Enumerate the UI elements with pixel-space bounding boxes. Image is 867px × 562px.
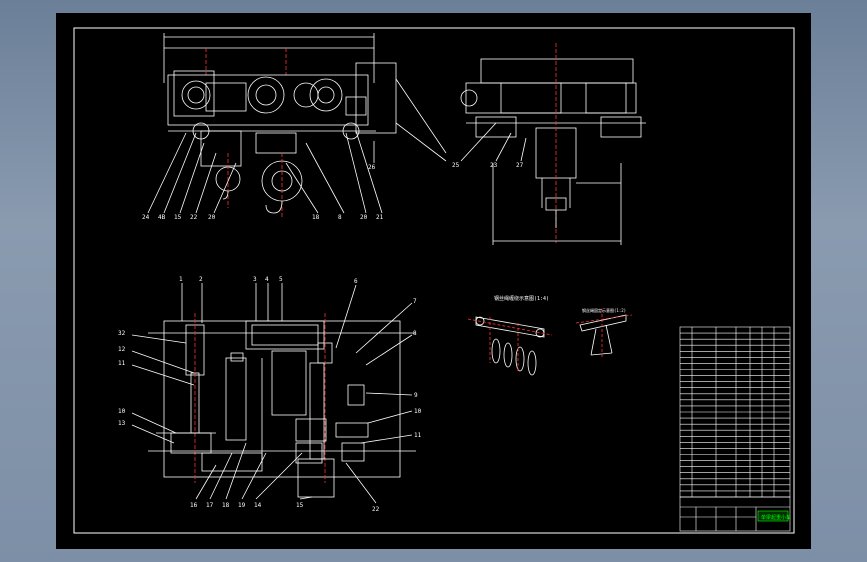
balloon: 12 [118,346,126,353]
balloon: 9 [414,392,418,399]
balloon: 7 [413,298,417,305]
balloon: 22 [190,214,198,221]
drawing-sheet: 24 4B 15 22 20 18 8 20 21 26 [56,13,811,549]
title-block-stamp: 单梁起重小车 [761,514,791,521]
balloon: 5 [279,276,283,283]
detail-rope-fixing-caption: 钢丝绳固定示意图(1:2) [582,307,626,313]
outer-frame [73,27,795,534]
balloon: 10 [414,408,422,415]
detail-rope-reeving [467,316,553,376]
side-view-balloons: 25 23 27 [452,162,524,169]
balloon: 8 [338,214,342,221]
balloon: 24 [142,214,150,221]
title-block [679,496,791,532]
balloon: 10 [118,408,126,415]
balloon: 25 [452,162,460,169]
balloon: 2 [199,276,203,283]
balloon: 16 [190,502,198,509]
balloon: 14 [254,502,262,509]
drawing-canvas: 24 4B 15 22 20 18 8 20 21 26 [73,27,795,534]
balloon: 26 [368,164,376,171]
detail-rope-reeving-caption: 钢丝绳缠绕示意图(1:4) [494,295,549,302]
balloon: 15 [174,214,182,221]
parts-list [679,326,791,498]
balloon: 22 [372,506,380,513]
balloon: 20 [360,214,368,221]
balloon: 21 [376,214,384,221]
plan-view [131,283,416,504]
front-view-balloons: 24 4B 15 22 20 18 8 20 21 26 [142,164,384,221]
balloon: 3 [253,276,257,283]
plan-view-balloons: 1 2 3 4 5 6 7 8 32 12 11 10 13 9 10 11 1… [118,276,422,513]
front-view [147,33,447,218]
detail-rope-fixing [575,309,633,359]
balloon: 17 [206,502,214,509]
balloon: 4B [158,214,166,221]
balloon: 19 [238,502,246,509]
balloon: 32 [118,330,126,337]
balloon: 23 [490,162,498,169]
balloon: 11 [118,360,126,367]
balloon: 1 [179,276,183,283]
balloon: 11 [414,432,422,439]
side-view [395,43,646,245]
balloon: 18 [222,502,230,509]
balloon: 15 [296,502,304,509]
balloon: 8 [413,330,417,337]
balloon: 27 [516,162,524,169]
balloon: 20 [208,214,216,221]
balloon: 18 [312,214,320,221]
balloon: 6 [354,278,358,285]
balloon: 4 [265,276,269,283]
balloon: 13 [118,420,126,427]
